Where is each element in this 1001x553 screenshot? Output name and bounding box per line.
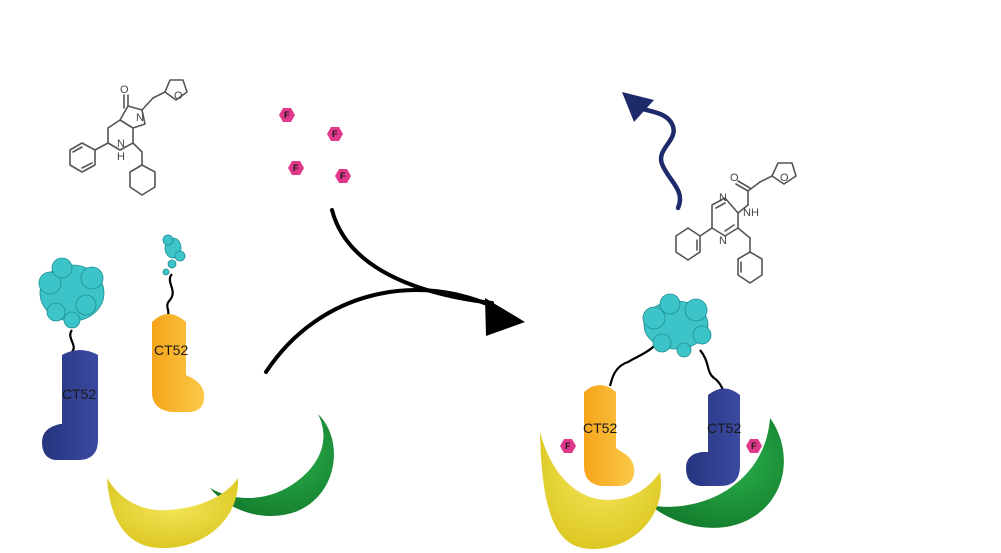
left-crescents [107,414,334,549]
atom-ring-nitrogen: N [117,138,125,150]
ct52-label: CT52 [154,342,188,358]
green-crescent [210,414,334,516]
atom-furan-oxygen: O [780,172,789,184]
orange-ct52-unit: CT52 [152,234,205,412]
atom-pyrazine-n1: N [719,192,727,204]
peptide-tag-blob [162,234,186,276]
ct52-orange-body [584,385,635,486]
product-molecule: O O NH N N [675,162,797,284]
ct52-label: CT52 [62,386,96,402]
svg-text:F: F [332,129,338,139]
atom-hydrogen: H [117,151,125,163]
fluorophore-hex-icon: F [335,169,351,183]
atom-pyrazine-n2: N [719,235,727,247]
fluorophore-hex-icon: F [327,127,343,141]
luciferase-protein-blob [642,293,712,358]
fluorophore-hex-icon: F [288,161,304,175]
fluorophore-hex-icon: F [560,439,576,453]
blue-ct52-unit: CT52 [38,257,105,460]
ct52-label: CT52 [707,420,741,436]
yellow-crescent [107,478,239,549]
atom-oxygen: O [120,84,129,96]
fluorophore-hex-icon: F [746,439,762,453]
light-emission-wave-icon [622,92,683,211]
svg-text:F: F [284,110,290,120]
ct52-blue-body [42,350,98,460]
fluorophore-hex-icon: F [279,108,295,122]
svg-text:F: F [565,441,571,451]
atom-amide-nh: NH [743,207,759,219]
green-crescent [650,418,784,528]
ct52-orange-body [152,314,205,412]
ct52-label: CT52 [583,420,617,436]
atom-carbonyl-oxygen: O [730,172,739,184]
reaction-arrow [264,208,525,374]
free-fluorophores: F F F F [279,108,351,183]
yellow-crescent [540,432,662,550]
svg-text:F: F [293,163,299,173]
svg-text:F: F [340,171,346,181]
svg-text:F: F [751,441,757,451]
atom-furan-oxygen: O [174,90,183,102]
atom-nitrogen: N [136,112,144,124]
ct52-blue-body [686,388,740,486]
assembled-complex: CT52 CT52 F F [540,293,784,550]
luciferase-protein-blob [38,257,105,329]
substrate-molecule: O N O N H [69,79,188,196]
